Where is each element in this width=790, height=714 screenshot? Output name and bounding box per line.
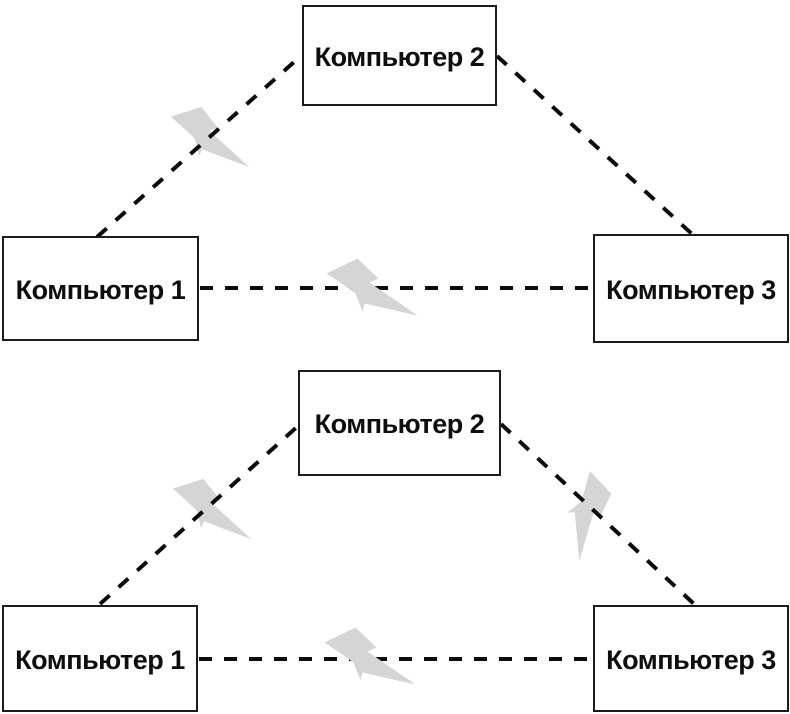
node-bottom-computer-2: Компьютер 2 bbox=[298, 370, 501, 476]
node-label: Компьютер 3 bbox=[606, 274, 776, 305]
node-label: Компьютер 3 bbox=[606, 644, 776, 675]
node-label: Компьютер 2 bbox=[314, 41, 485, 72]
node-top-computer-1: Компьютер 1 bbox=[2, 236, 199, 341]
node-bottom-computer-3: Компьютер 3 bbox=[593, 605, 789, 712]
link-mesh-top-computer-1-computer-2 bbox=[95, 53, 304, 239]
node-top-computer-3: Компьютер 3 bbox=[593, 234, 789, 343]
node-label: Компьютер 1 bbox=[15, 644, 185, 675]
lightning-bolt-icon bbox=[326, 258, 418, 316]
link-mesh-bottom-computer-1-computer-2 bbox=[98, 424, 300, 606]
node-top-computer-2: Компьютер 2 bbox=[302, 5, 497, 106]
link-mesh-bottom-computer-2-computer-3 bbox=[499, 422, 696, 606]
lightning-bolt-icon bbox=[567, 471, 612, 561]
lightning-bolt-icon bbox=[172, 478, 252, 540]
node-label: Компьютер 1 bbox=[15, 274, 186, 305]
node-label: Компьютер 2 bbox=[314, 409, 485, 439]
link-mesh-top-computer-2-computer-3 bbox=[495, 54, 694, 236]
lightning-bolt-icon bbox=[324, 627, 416, 685]
node-bottom-computer-1: Компьютер 1 bbox=[2, 605, 198, 712]
